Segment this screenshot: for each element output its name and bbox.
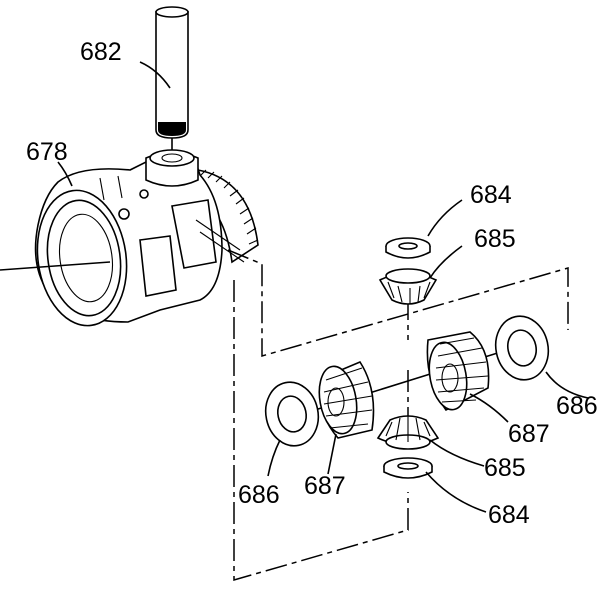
callout-682: 682 [80,38,122,66]
pinion-shaft [155,6,189,165]
callout-687-left: 687 [304,472,346,500]
callout-685-bottom: 685 [484,454,526,482]
callout-684-bottom: 684 [488,501,530,529]
side-gear-washer-left [264,381,320,447]
callout-685-top: 685 [474,225,516,253]
side-gear-left [318,361,375,439]
pinion-gear-top [378,268,438,305]
side-gear-right [426,331,490,412]
pinion-gear-bottom [376,415,440,450]
thrust-washer-top [385,237,431,259]
callout-686-left: 686 [238,481,280,509]
leader-lines [57,61,589,513]
thrust-washer-bottom [383,457,433,479]
callout-686-right: 686 [556,392,598,420]
callout-678: 678 [26,138,68,166]
callout-684-top: 684 [470,181,512,209]
side-gear-washer-right [494,315,550,381]
differential-case [0,149,259,327]
callout-687-right: 687 [508,420,550,448]
